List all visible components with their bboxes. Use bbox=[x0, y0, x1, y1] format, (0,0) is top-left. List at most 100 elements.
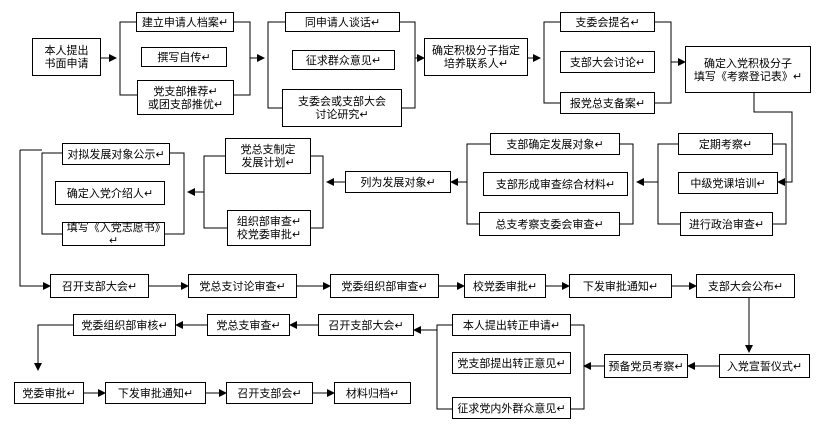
step-committee-approve-label: 党委审批↵ bbox=[22, 386, 76, 400]
step-political-review: 进行政治审查↵ bbox=[680, 212, 773, 236]
step-issue-approval-2: 下发审批通知↵ bbox=[105, 382, 206, 404]
step-issue-approval-1-label: 下发审批通知↵ bbox=[582, 279, 659, 293]
step-convene-branch-2-label: 召开支部大会↵ bbox=[328, 318, 404, 332]
step-confirm-introducer-label: 确定入党介绍人↵ bbox=[66, 186, 154, 200]
step-report-general-branch-label: 报党总支备案↵ bbox=[569, 96, 646, 110]
step-general-branch-discuss-label: 党总支讨论审查↵ bbox=[199, 279, 286, 293]
step-talk-label: 同申请人谈话↵ bbox=[304, 15, 381, 29]
step-school-committee-approve-label: 校党委审批↵ bbox=[472, 279, 538, 293]
bracket-group7-right bbox=[165, 152, 185, 235]
step-general-branch-review-2: 党总支审查↵ bbox=[207, 314, 290, 336]
step-issue-approval-1: 下发审批通知↵ bbox=[569, 274, 672, 298]
step-committee-org-check-label: 党委组织部审核↵ bbox=[81, 318, 168, 332]
step-branch-assembly-discuss: 支部大会讨论↵ bbox=[560, 51, 655, 73]
step-committee-org-review-1: 党委组织部审查↵ bbox=[330, 274, 439, 298]
bracket-group3-left bbox=[543, 21, 560, 104]
bracket-group4-right bbox=[773, 143, 787, 225]
step-oath-label: 入党宣誓仪式↵ bbox=[726, 359, 803, 373]
step-solicit-inside-outside-label: 征求党内外群众意见↵ bbox=[457, 401, 566, 415]
step-fill-volunteer-label: 填写《入党志愿书》↵ bbox=[66, 221, 161, 247]
step-convene-branch-3-label: 召开支部会↵ bbox=[237, 386, 302, 400]
arrow-group8-to-convene2 bbox=[413, 325, 438, 334]
step-issue-approval-2-label: 下发审批通知↵ bbox=[117, 386, 194, 400]
step-write-bio: 撰写自传↵ bbox=[141, 47, 227, 67]
step-recommend-label: 党支部推荐↵ 或团支部推优↵ bbox=[147, 84, 224, 111]
step-regular-inspection-label: 定期考察↵ bbox=[698, 137, 753, 151]
bracket-group6-right bbox=[311, 155, 324, 229]
step-branch-nominate-label: 支委会提名↵ bbox=[575, 15, 640, 29]
step-write-bio-label: 撰写自传↵ bbox=[157, 50, 211, 64]
step-branch-announce-label: 支部大会公布↵ bbox=[707, 279, 784, 293]
step-branch-comprehensive: 支部形成审查综合材料↵ bbox=[483, 172, 628, 196]
step-archive: 材料归档↵ bbox=[334, 382, 411, 404]
bracket-group1-left bbox=[119, 21, 137, 96]
step-apply: 本人提出 书面申请 bbox=[32, 38, 101, 76]
step-convene-branch-1-label: 召开支部大会↵ bbox=[61, 279, 138, 293]
step-school-committee-approve: 校党委审批↵ bbox=[464, 274, 546, 298]
step-solicit-inside-outside: 征求党内外群众意见↵ bbox=[452, 397, 571, 419]
step-branch-announce: 支部大会公布↵ bbox=[696, 274, 795, 298]
step-confirm-introducer: 确定入党介绍人↵ bbox=[55, 181, 165, 205]
step-convene-branch-3: 召开支部会↵ bbox=[226, 382, 313, 404]
step-probation-inspection: 预备党员考察↵ bbox=[604, 354, 688, 378]
step-designate-contact: 确定积极分子指定 培养联系人↵ bbox=[424, 38, 528, 76]
step-branch-comprehensive-label: 支部形成审查综合材料↵ bbox=[495, 177, 616, 191]
step-apply-label: 本人提出 书面申请 bbox=[44, 44, 89, 70]
step-confirm-activist-label: 确定入党积极分子 填写《考察登记表》↵ bbox=[693, 56, 803, 83]
step-designate-contact-label: 确定积极分子指定 培养联系人↵ bbox=[432, 44, 520, 70]
line-r5-down bbox=[34, 324, 73, 371]
bracket-group5-right bbox=[620, 143, 634, 225]
bracket-group2-left bbox=[267, 21, 285, 109]
step-apply-regular-label: 本人提出转正申请↵ bbox=[462, 318, 561, 332]
step-solicit-opinion-label: 征求群众意见↵ bbox=[305, 53, 382, 67]
step-publicize: 对拟发展对象公示↵ bbox=[62, 143, 170, 165]
step-mid-training-label: 中级党课培训↵ bbox=[690, 176, 766, 190]
step-confirm-target: 支部确定发展对象↵ bbox=[490, 133, 620, 155]
step-political-review-label: 进行政治审查↵ bbox=[688, 217, 765, 231]
step-apply-regular: 本人提出转正申请↵ bbox=[452, 314, 571, 336]
bracket-group3-right bbox=[655, 21, 672, 104]
step-publicize-label: 对拟发展对象公示↵ bbox=[67, 147, 165, 161]
step-fill-volunteer: 填写《入党志愿书》↵ bbox=[62, 221, 165, 247]
step-probation-inspection-label: 预备党员考察↵ bbox=[608, 359, 684, 373]
bracket-group4-left bbox=[657, 143, 680, 225]
step-create-file-label: 建立申请人档案↵ bbox=[141, 15, 229, 29]
step-list-target: 列为发展对象↵ bbox=[345, 171, 451, 193]
step-general-branch-review-label: 总支考察支委会审查↵ bbox=[495, 217, 604, 231]
step-branch-regular-opinion-label: 党支部提出转正意见↵ bbox=[457, 356, 566, 370]
step-regular-inspection: 定期考察↵ bbox=[678, 133, 773, 155]
bracket-group5-left bbox=[466, 143, 490, 225]
step-convene-branch-2: 召开支部大会↵ bbox=[318, 314, 414, 336]
bracket-group1-right bbox=[234, 21, 251, 96]
step-discuss: 支委会或支部大会 讨论研究↵ bbox=[282, 89, 402, 127]
bracket-group8-right bbox=[571, 324, 585, 410]
step-discuss-label: 支委会或支部大会 讨论研究↵ bbox=[298, 95, 386, 121]
bracket-group7-left bbox=[41, 152, 62, 235]
step-make-plan-label: 党总支制定 发展计划↵ bbox=[240, 143, 296, 169]
step-org-review-approve: 组织部审查↵ 校党委审批↵ bbox=[227, 210, 311, 246]
step-confirm-target-label: 支部确定发展对象↵ bbox=[506, 137, 604, 151]
step-solicit-opinion: 征求群众意见↵ bbox=[292, 50, 395, 70]
step-archive-label: 材料归档↵ bbox=[345, 386, 400, 400]
bracket-group2-right bbox=[400, 21, 416, 109]
step-talk: 同申请人谈话↵ bbox=[285, 12, 400, 32]
step-create-file: 建立申请人档案↵ bbox=[136, 12, 234, 32]
line-group7-down bbox=[19, 150, 51, 290]
step-general-branch-discuss: 党总支讨论审查↵ bbox=[188, 274, 297, 298]
step-committee-approve: 党委审批↵ bbox=[14, 382, 84, 404]
bracket-group6-left bbox=[203, 155, 227, 229]
step-branch-regular-opinion: 党支部提出转正意见↵ bbox=[452, 352, 571, 374]
step-make-plan: 党总支制定 发展计划↵ bbox=[225, 138, 311, 174]
step-general-branch-review: 总支考察支委会审查↵ bbox=[479, 212, 620, 236]
step-branch-nominate: 支委会提名↵ bbox=[560, 12, 655, 32]
step-list-target-label: 列为发展对象↵ bbox=[360, 175, 436, 189]
bracket-group8-left bbox=[436, 324, 452, 410]
step-report-general-branch: 报党总支备案↵ bbox=[560, 92, 655, 114]
step-mid-training: 中级党课培训↵ bbox=[678, 172, 778, 194]
step-general-branch-review-2-label: 党总支审查↵ bbox=[216, 318, 281, 332]
step-branch-assembly-discuss-label: 支部大会讨论↵ bbox=[569, 55, 646, 69]
step-org-review-approve-label: 组织部审查↵ 校党委审批↵ bbox=[236, 215, 302, 241]
step-recommend: 党支部推荐↵ 或团支部推优↵ bbox=[137, 80, 234, 115]
step-committee-org-check: 党委组织部审核↵ bbox=[73, 314, 176, 336]
